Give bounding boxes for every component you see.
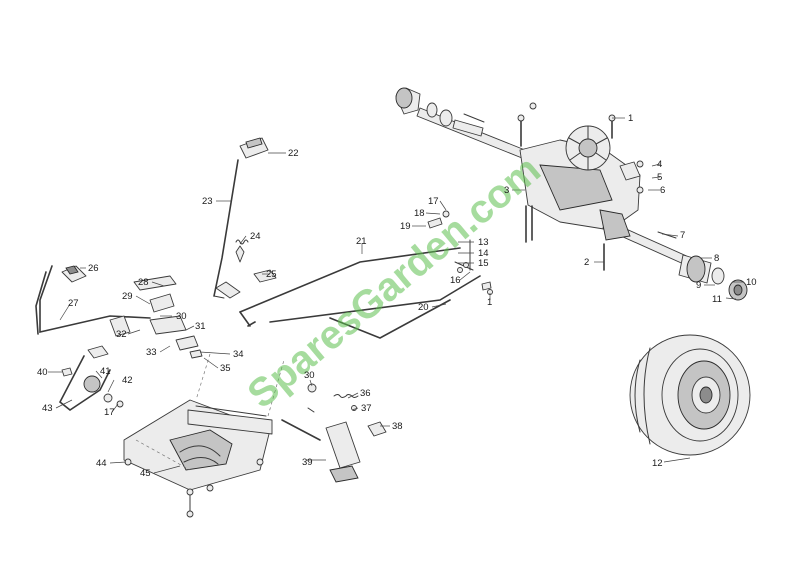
transaxle-assembly	[395, 87, 748, 301]
label-part-6: 6	[660, 185, 665, 196]
label-part-16: 16	[450, 275, 461, 286]
watermark: SparesGarden.com	[240, 147, 549, 416]
label-part-30: 30	[176, 311, 187, 322]
label-part-7: 7	[680, 230, 685, 241]
leader-lines	[48, 117, 744, 474]
label-part-17: 17	[428, 196, 439, 207]
label-part-14: 14	[478, 248, 489, 259]
label-part-25: 25	[266, 269, 277, 280]
label-part-13: 13	[478, 237, 489, 248]
label-part-44: 44	[96, 458, 107, 469]
label-part-35: 35	[220, 363, 231, 374]
label-part-21: 21	[356, 236, 367, 247]
label-part-30b: 30	[304, 370, 315, 381]
label-part-2: 2	[584, 257, 589, 268]
label-part-40: 40	[37, 367, 48, 378]
label-part-18: 18	[414, 208, 425, 219]
label-part-41: 41	[100, 366, 111, 377]
label-part-22: 22	[288, 148, 299, 159]
label-part-45: 45	[140, 468, 151, 479]
label-part-5: 5	[657, 172, 662, 183]
label-part-27: 27	[68, 298, 79, 309]
rear-wheel	[629, 334, 751, 456]
label-part-12: 12	[652, 458, 663, 469]
label-part-3: 3	[504, 185, 509, 196]
fan	[565, 125, 611, 171]
label-part-36: 36	[360, 388, 371, 399]
label-part-17b: 17	[104, 407, 115, 418]
label-part-26: 26	[88, 263, 99, 274]
label-part-8: 8	[714, 253, 719, 264]
label-part-39: 39	[302, 457, 313, 468]
label-part-20: 20	[418, 302, 429, 313]
label-part-1: 1	[628, 113, 633, 124]
linkage-rods	[239, 210, 493, 339]
label-part-28: 28	[138, 277, 149, 288]
label-part-31: 31	[195, 321, 206, 332]
label-part-11: 11	[712, 294, 722, 305]
label-part-1b: 1	[487, 297, 492, 308]
label-part-32: 32	[116, 329, 127, 340]
label-part-37: 37	[361, 403, 372, 414]
left-pedal-assembly	[35, 265, 203, 411]
label-part-10: 10	[746, 277, 757, 288]
label-part-15: 15	[478, 258, 489, 269]
label-part-19: 19	[400, 221, 411, 232]
pedal-rod	[213, 137, 277, 299]
label-part-24: 24	[250, 231, 261, 242]
label-part-43: 43	[42, 403, 53, 414]
label-part-29: 29	[122, 291, 133, 302]
label-part-9: 9	[696, 280, 701, 291]
part-labels: 1 4 5 6 3 7 8 9 10 11 2 12 13 14 15 16 1…	[37, 113, 757, 479]
label-part-42: 42	[122, 375, 133, 386]
label-part-33: 33	[146, 347, 157, 358]
label-part-38: 38	[392, 421, 403, 432]
base-plate	[123, 353, 285, 518]
right-control	[281, 383, 387, 483]
label-part-23: 23	[202, 196, 213, 207]
label-part-4: 4	[657, 159, 662, 170]
label-part-34: 34	[233, 349, 244, 360]
